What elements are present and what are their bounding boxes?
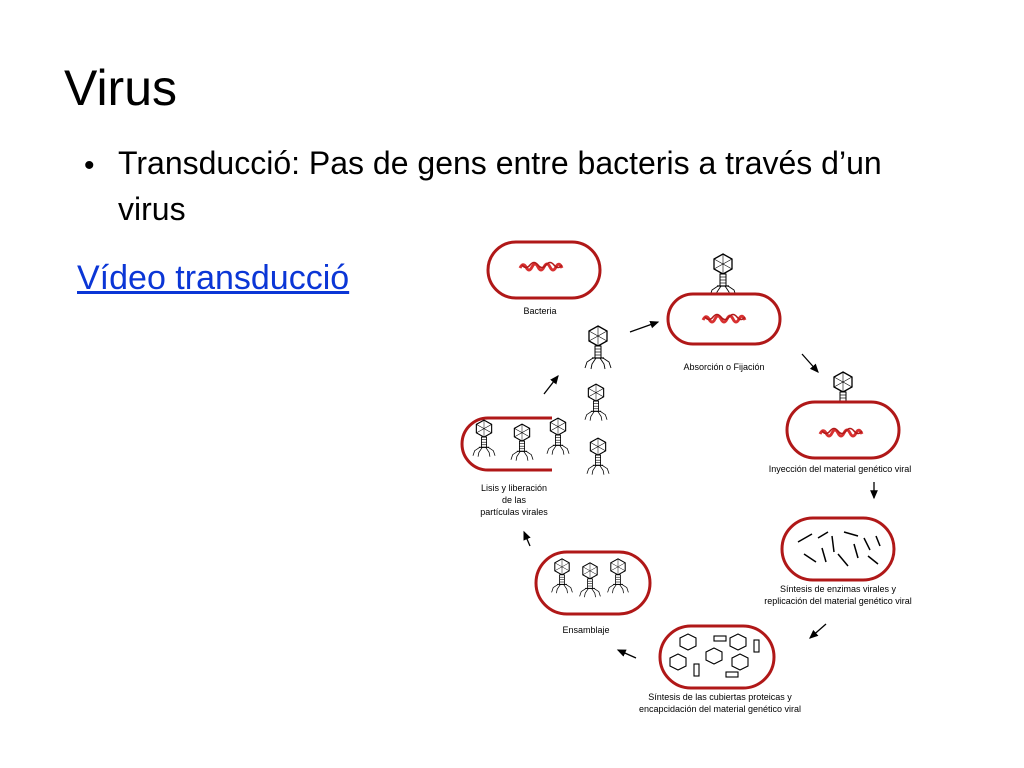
arrow-icon bbox=[616, 649, 637, 659]
arrow-icon bbox=[801, 353, 819, 373]
label-absorcion: Absorción o Fijación bbox=[683, 362, 764, 372]
released-phage-icon bbox=[584, 325, 612, 370]
label-lisis-3: partículas virales bbox=[480, 507, 548, 517]
slide-title: Virus bbox=[64, 60, 178, 116]
stage-sintesis-enzimas: Síntesis de enzimas virales y replicació… bbox=[764, 516, 912, 606]
stage-absorcion: Absorción o Fijación bbox=[666, 253, 782, 372]
stage-bacteria: Bacteria bbox=[486, 240, 602, 316]
bacteria-cell bbox=[785, 400, 901, 460]
label-ensamblaje: Ensamblaje bbox=[562, 625, 609, 635]
bacteria-cell bbox=[534, 550, 652, 616]
lysed-cell bbox=[460, 416, 552, 472]
stage-lisis: Lisis y liberación de las partículas vir… bbox=[460, 383, 610, 517]
label-sintesis-cubiertas-2: encapcidación del material genético vira… bbox=[639, 704, 801, 714]
lytic-cycle-diagram: Bacteria Absorción o Fijación Inyección … bbox=[460, 240, 912, 714]
arrow-icon bbox=[809, 623, 827, 639]
arrow-icon bbox=[543, 374, 559, 395]
label-lisis-2: de las bbox=[502, 495, 527, 505]
label-sintesis-enzimas-1: Síntesis de enzimas virales y bbox=[780, 584, 897, 594]
cycle-arrows bbox=[523, 320, 878, 659]
stage-inyeccion: Inyección del material genético viral bbox=[769, 371, 912, 474]
bacteria-cell bbox=[780, 516, 896, 582]
stage-sintesis-cubiertas: Síntesis de las cubiertas proteicas y en… bbox=[639, 624, 801, 714]
label-sintesis-enzimas-2: replicación del material genético viral bbox=[764, 596, 912, 606]
bullet-text: Transducció: Pas de gens entre bacteris … bbox=[118, 145, 882, 227]
label-lisis-1: Lisis y liberación bbox=[481, 483, 547, 493]
bullet-dot-icon: • bbox=[84, 149, 95, 182]
label-sintesis-cubiertas-1: Síntesis de las cubiertas proteicas y bbox=[648, 692, 792, 702]
bacteria-cell bbox=[486, 240, 602, 300]
stage-ensamblaje: Ensamblaje bbox=[534, 550, 652, 635]
video-link[interactable]: Vídeo transducció bbox=[77, 259, 350, 297]
arrow-icon bbox=[629, 320, 660, 333]
label-bacteria: Bacteria bbox=[523, 306, 556, 316]
arrow-icon bbox=[523, 530, 531, 547]
label-inyeccion: Inyección del material genético viral bbox=[769, 464, 912, 474]
